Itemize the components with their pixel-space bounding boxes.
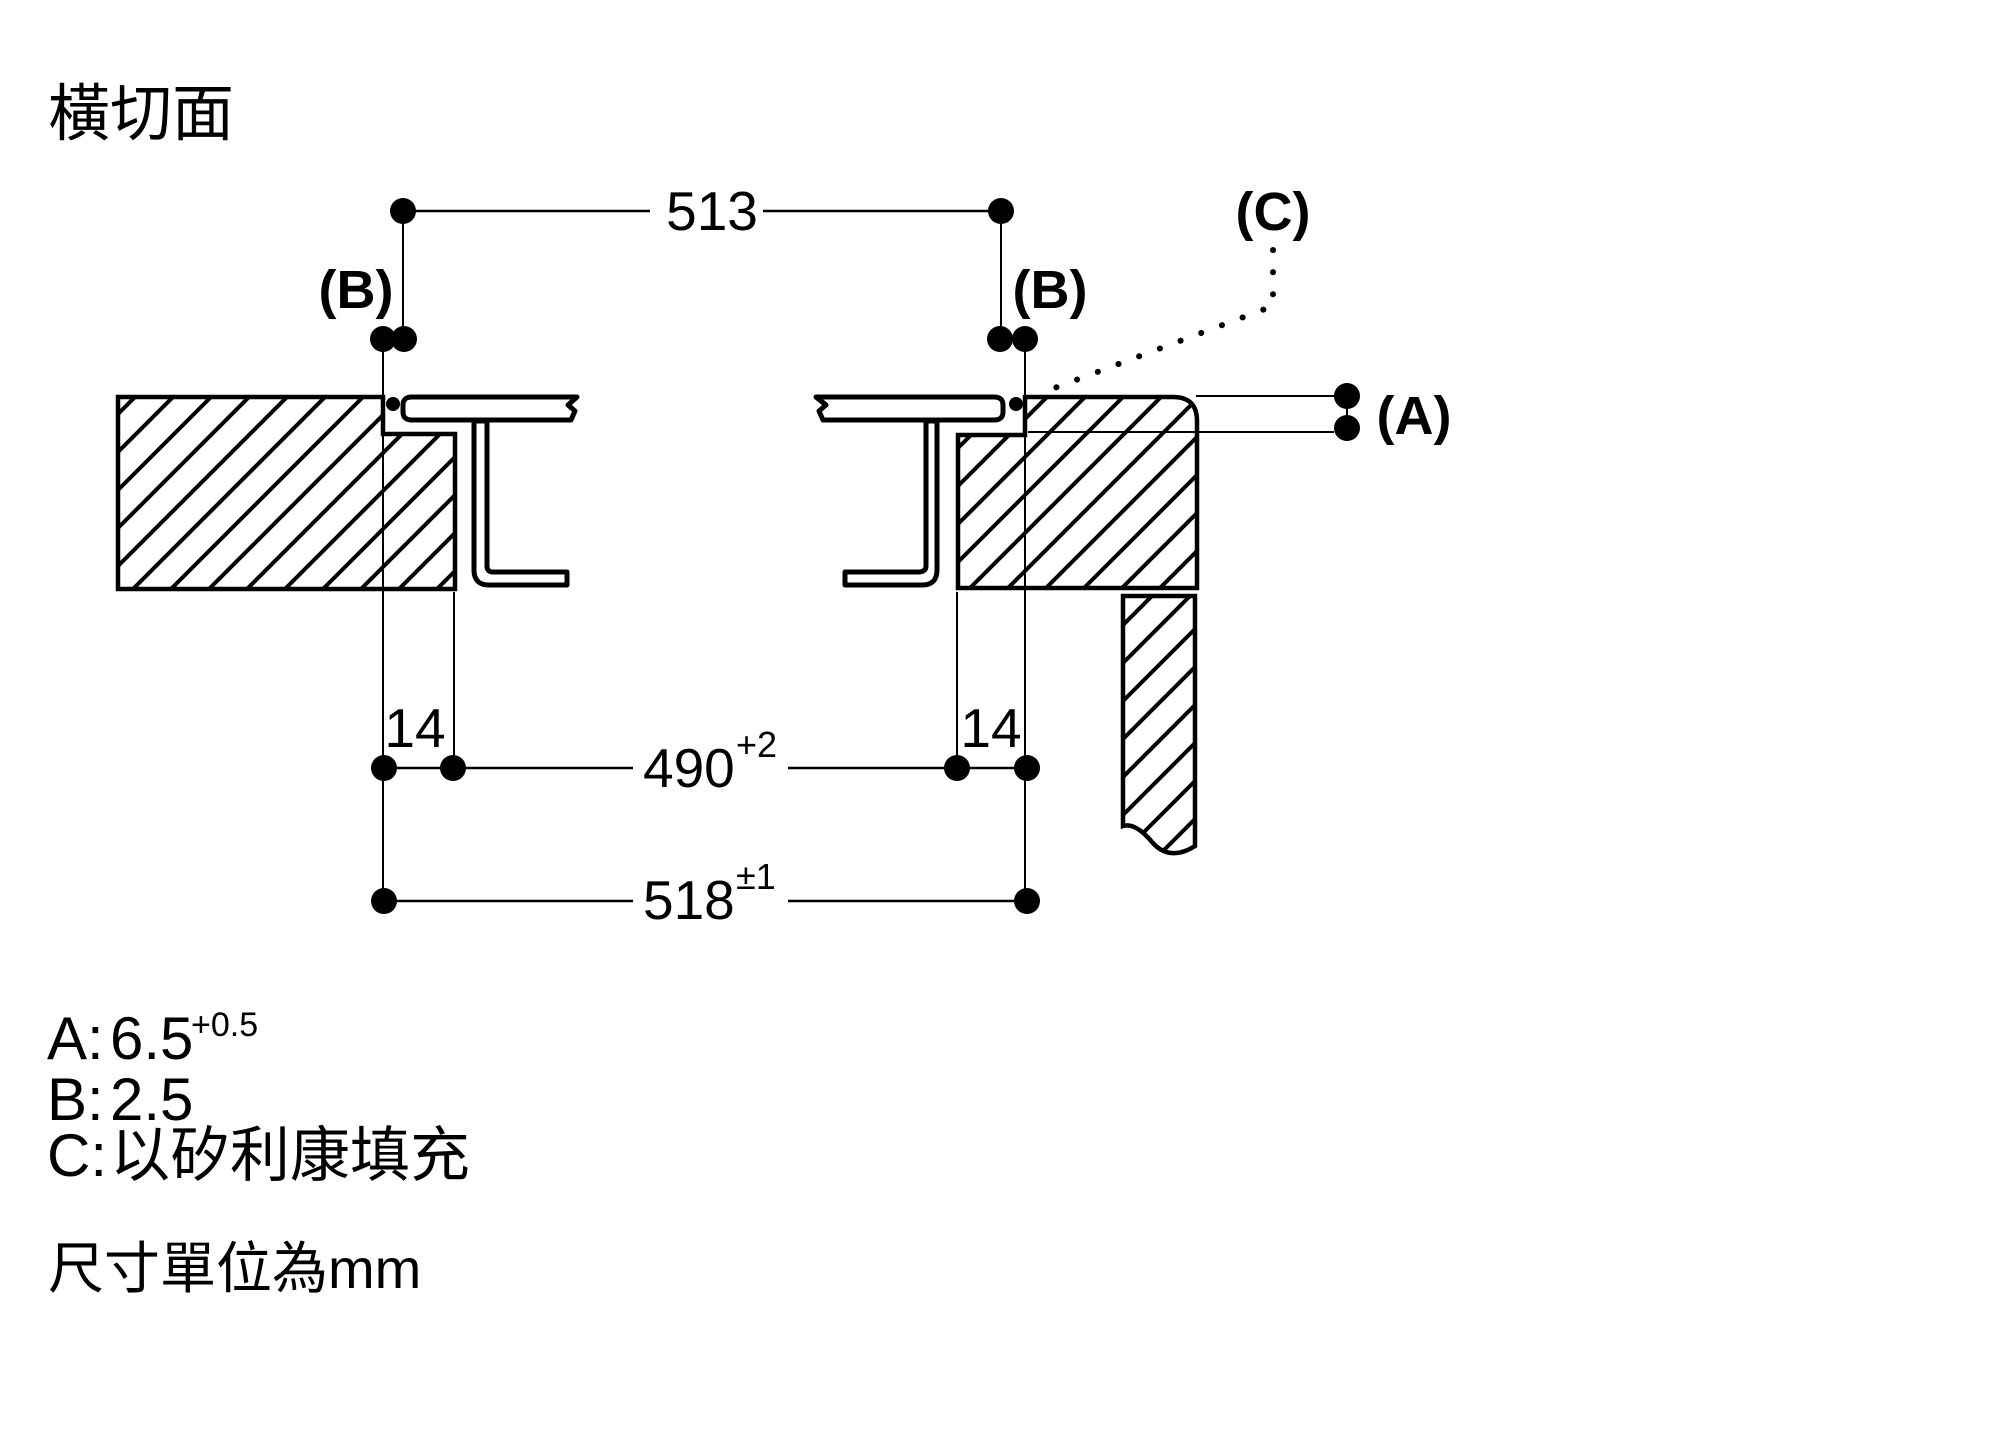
legend-c-value: 以矽利康填充 (110, 1122, 470, 1189)
label-b-left-text: (B) (319, 260, 394, 320)
countertop-right (955, 394, 1200, 591)
dim-rebate-width: 518 ±1 (371, 856, 1040, 931)
legend-b-prefix: B: (47, 1066, 104, 1133)
cooktop-glass-right (813, 394, 1006, 423)
dim-14-right: 14 (960, 697, 1021, 759)
cabinet-side-panel (1120, 593, 1198, 856)
dim-513-value: 513 (666, 180, 758, 242)
legend: A: 6.5 +0.5 B: 2.5 C: 以矽利康填充 (47, 1005, 470, 1189)
label-c-text: (C) (1236, 182, 1311, 242)
label-a: (A) (1028, 383, 1451, 446)
legend-a-sup: +0.5 (191, 1006, 258, 1044)
dim-490-tolerance: +2 (736, 724, 777, 765)
support-bracket-left (471, 418, 570, 588)
dim-14-left: 14 (384, 697, 445, 759)
legend-b-value: 2.5 (110, 1066, 193, 1133)
dim-endpoint-dot (988, 198, 1014, 224)
dim-glass-width: 513 (390, 180, 1014, 242)
dim-518-value: 518 (643, 869, 735, 931)
joint-marker-right (1009, 397, 1023, 411)
unit-note: 尺寸單位為mm (48, 1237, 421, 1300)
dim-cutout-width: 490 +2 (371, 724, 1040, 799)
extension-lines (382, 224, 1026, 901)
cooktop-glass-left (400, 394, 580, 423)
dim-endpoint-dot (390, 198, 416, 224)
label-a-text: (A) (1377, 386, 1452, 446)
label-b-right: (B) (987, 260, 1087, 352)
label-b-left: (B) (319, 260, 417, 352)
dim-14-right-value: 14 (960, 697, 1021, 759)
legend-c-prefix: C: (47, 1122, 107, 1189)
legend-a-value: 6.5 (110, 1005, 193, 1072)
page-title: 橫切面 (48, 80, 234, 149)
dim-518-tolerance: ±1 (736, 856, 776, 897)
support-bracket-right (842, 418, 940, 588)
dim-490-value: 490 (643, 737, 735, 799)
countertop-left (115, 394, 458, 592)
dim-14-left-value: 14 (384, 697, 445, 759)
label-c: (C) (1033, 182, 1311, 398)
label-b-right-text: (B) (1013, 260, 1088, 320)
joint-marker-left (386, 397, 400, 411)
legend-a-prefix: A: (47, 1005, 104, 1072)
